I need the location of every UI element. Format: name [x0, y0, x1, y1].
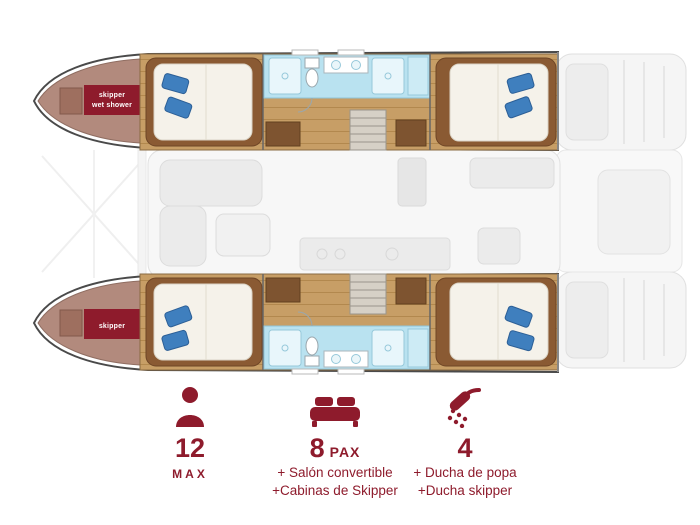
- capacity-label: MAX: [172, 467, 208, 481]
- shower-icon: [447, 388, 481, 428]
- hull-top: [33, 49, 559, 151]
- showers-detail-2: +Ducha skipper: [417, 483, 513, 498]
- skipper-shower-label-line2: wet shower: [91, 102, 132, 109]
- berths-detail-1: + Salón convertible: [277, 465, 393, 480]
- legend-berths: 8 PAX + Salón convertible +Cabinas de Sk…: [250, 380, 420, 498]
- skipper-shower-label-line1: skipper: [99, 92, 125, 99]
- person-icon: [176, 387, 204, 427]
- capacity-value: 12: [174, 433, 206, 463]
- deck-faded: [41, 53, 687, 369]
- showers-detail-1: + Ducha de popa: [413, 465, 517, 480]
- showers-value: 4: [457, 433, 473, 463]
- berths-value: 8: [309, 433, 325, 463]
- legend-showers: 4 + Ducha de popa +Ducha skipper: [390, 380, 540, 498]
- legend-capacity: 12 MAX: [120, 380, 260, 481]
- bed-icon: [310, 397, 360, 427]
- berths-detail-2: +Cabinas de Skipper: [272, 483, 398, 498]
- floorplan: skipper wet shower skipper: [33, 49, 687, 375]
- berths-unit: PAX: [329, 444, 361, 460]
- legend: 12 MAX 8 PAX + Salón convertible +Cabina…: [0, 380, 700, 525]
- skipper-label: skipper: [99, 323, 125, 330]
